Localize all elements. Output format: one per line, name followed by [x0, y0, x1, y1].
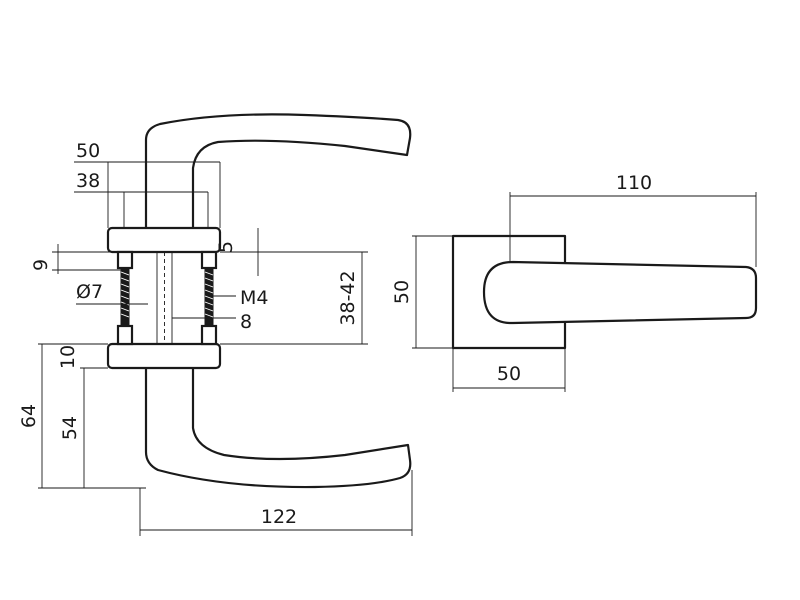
dim-label: 122 — [261, 506, 297, 528]
dim-label: 5 — [215, 241, 237, 253]
dim-label: 38 — [76, 170, 100, 192]
dim-label: 50 — [391, 280, 413, 304]
dim-label: 110 — [616, 172, 652, 194]
upper-lever — [144, 113, 412, 230]
front-lever — [482, 260, 758, 325]
dim-label: Ø7 — [76, 281, 103, 303]
dim-label: 10 — [57, 345, 79, 369]
dim-label: 9 — [30, 259, 52, 271]
lower-rose — [106, 342, 222, 370]
front-view: 110 50 50 — [391, 172, 758, 392]
left-screw — [116, 250, 134, 346]
dim-label: 50 — [76, 140, 100, 162]
dim-label: 38-42 — [337, 270, 359, 325]
dim-label: 50 — [497, 363, 521, 385]
side-view: 50 38 5 9 Ø7 M4 8 38-42 10 — [18, 113, 413, 536]
dim-label: 64 — [18, 404, 40, 428]
right-screw — [200, 250, 218, 346]
lower-lever — [144, 366, 412, 489]
dim-label: 54 — [59, 416, 81, 440]
dim-label: 8 — [240, 311, 252, 333]
upper-rose — [106, 226, 222, 254]
dim-label: M4 — [240, 287, 268, 309]
